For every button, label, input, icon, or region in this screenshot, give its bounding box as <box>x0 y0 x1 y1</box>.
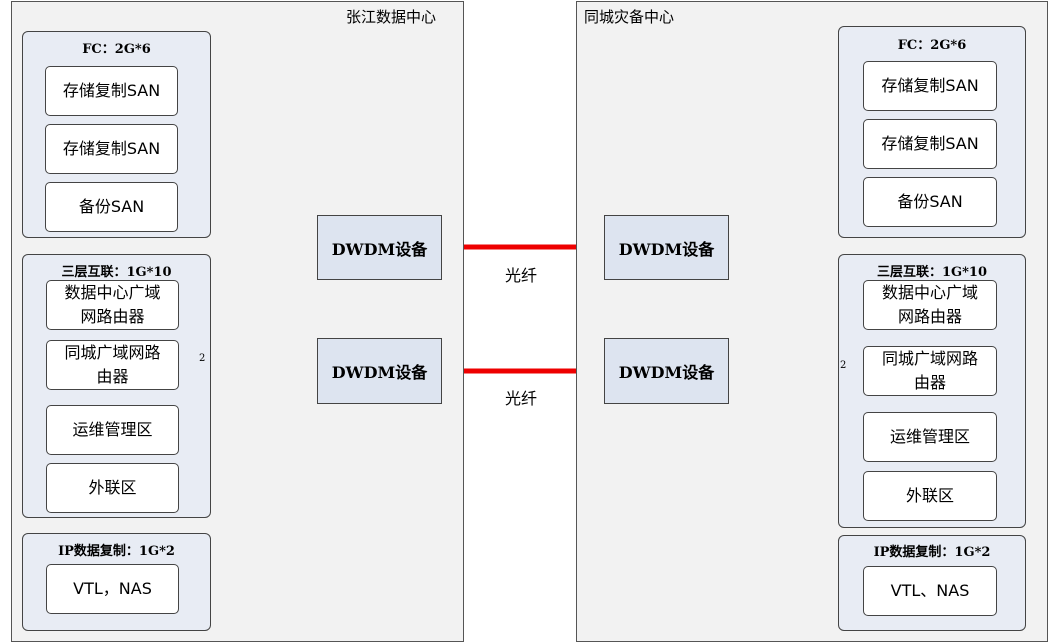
left-device-vtl-nas[interactable]: VTL，NAS <box>46 564 179 614</box>
right-device-storage-replication-san-2[interactable]: 存储复制SAN <box>863 119 997 169</box>
right-device-backup-san[interactable]: 备份SAN <box>863 177 997 227</box>
right-device-ops-zone[interactable]: 运维管理区 <box>863 412 997 462</box>
right-fc-group-title: FC：2G*6 <box>897 38 967 53</box>
left-fc-group-title: FC：2G*6 <box>82 42 151 57</box>
right-l3-group-title: 三层互联：1G*10 <box>876 265 988 280</box>
right-device-wan-router[interactable]: 数据中心广域 网路由器 <box>863 280 997 330</box>
left-device-metro-router[interactable]: 同城广域网路 由器 <box>46 340 179 390</box>
right-device-storage-replication-san-1[interactable]: 存储复制SAN <box>863 61 997 111</box>
right-port-count-label: 2 <box>840 360 847 371</box>
right-dwdm-device-1[interactable]: DWDM设备 <box>604 215 729 280</box>
left-device-wan-router[interactable]: 数据中心广域 网路由器 <box>46 280 179 330</box>
right-data-center-title: 同城灾备中心 <box>584 8 675 26</box>
left-device-storage-replication-san-1[interactable]: 存储复制SAN <box>45 66 178 116</box>
left-dwdm-device-1[interactable]: DWDM设备 <box>317 215 442 280</box>
left-device-backup-san[interactable]: 备份SAN <box>45 182 178 232</box>
left-device-external-zone[interactable]: 外联区 <box>46 463 179 513</box>
left-port-count-label: 2 <box>199 353 206 364</box>
right-dwdm-device-2[interactable]: DWDM设备 <box>604 338 729 404</box>
right-device-vtl-nas[interactable]: VTL、NAS <box>863 566 997 616</box>
fiber-link-label-1: 光纤 <box>505 266 538 285</box>
right-device-metro-router[interactable]: 同城广域网路 由器 <box>863 346 997 396</box>
left-device-storage-replication-san-2[interactable]: 存储复制SAN <box>45 124 178 174</box>
left-dwdm-device-2[interactable]: DWDM设备 <box>317 338 442 404</box>
left-data-center-title: 张江数据中心 <box>346 8 437 26</box>
right-ip-group-title: IP数据复制：1G*2 <box>873 545 991 560</box>
left-device-ops-zone[interactable]: 运维管理区 <box>46 405 179 455</box>
left-ip-group-title: IP数据复制：1G*2 <box>58 544 175 559</box>
right-device-external-zone[interactable]: 外联区 <box>863 471 997 521</box>
fiber-link-label-2: 光纤 <box>505 389 538 408</box>
left-l3-group-title: 三层互联：1G*10 <box>61 265 172 280</box>
